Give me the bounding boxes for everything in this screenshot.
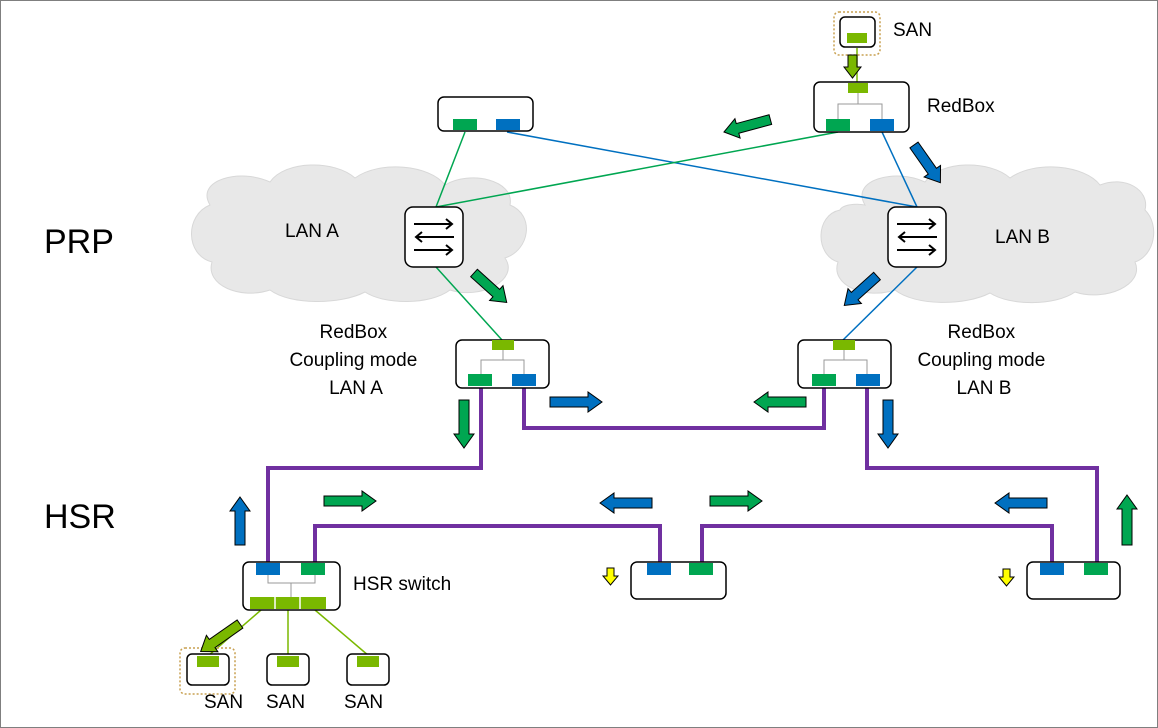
hsr-node-right: [1026, 561, 1121, 600]
arrow-blue-down-left-mid: [843, 271, 882, 307]
arrow-green-down-a: [453, 399, 475, 449]
san-bottom-labels: SAN SAN SAN: [204, 692, 383, 713]
arrow-green-right-2: [709, 490, 763, 512]
hsr-switch: HSR switch: [242, 561, 451, 611]
san-device-bottom-1: [179, 647, 236, 695]
cloud-lan-b: [820, 164, 1155, 304]
arrow-yellow-down-middle: [601, 567, 620, 586]
arrow-green-down-right-mid: [469, 268, 508, 304]
redbox-b-label: RedBox Coupling mode LAN B: [917, 322, 1050, 399]
redbox-top: RedBox: [813, 81, 995, 133]
san-device-bottom-2: [266, 653, 310, 686]
redbox-a-label: RedBox Coupling mode LAN A: [289, 322, 422, 399]
lan-b-switch: [887, 206, 947, 268]
san-top-label: SAN: [893, 20, 932, 41]
arrow-blue-up-left: [229, 496, 251, 546]
arrow-yellow-down-right: [997, 568, 1016, 587]
redbox-top-label: RedBox: [927, 96, 995, 117]
arrow-blue-right-a: [549, 391, 603, 413]
hsr-ring: [266, 385, 1099, 562]
hsr-switch-label: HSR switch: [353, 574, 451, 595]
san-device-top: SAN: [833, 11, 932, 56]
prp-links: [435, 48, 918, 341]
redbox-coupling-b: [797, 339, 892, 389]
arrow-green-up-right: [1116, 494, 1138, 546]
prp-device-top-left: [437, 96, 534, 132]
lan-a-label: LAN A: [285, 221, 339, 242]
arrow-green-down-left-san: [199, 619, 244, 653]
san-device-bottom-3: [346, 653, 390, 686]
lan-b-label: LAN B: [995, 227, 1050, 248]
arrow-green-right-1: [323, 490, 377, 512]
arrow-blue-down-right-top: [909, 141, 942, 184]
arrow-blue-left-1: [599, 492, 653, 514]
hsr-node-middle: [630, 561, 727, 600]
redbox-coupling-a: [455, 339, 550, 389]
arrow-green-left-b: [753, 391, 807, 413]
arrow-green-left-top: [723, 114, 773, 139]
prp-section-label: PRP: [44, 223, 114, 261]
arrow-green-down-san: [842, 54, 863, 79]
arrow-blue-left-2: [994, 492, 1048, 514]
lan-a-switch: [404, 206, 464, 268]
hsr-section-label: HSR: [44, 498, 116, 536]
arrow-blue-down-b: [877, 399, 899, 449]
